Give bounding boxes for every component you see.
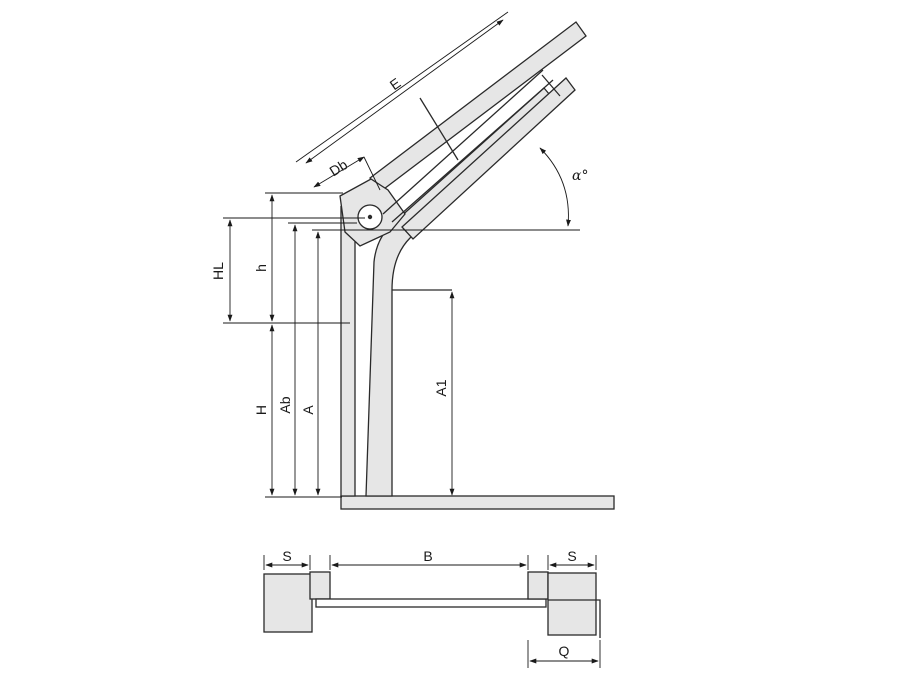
label-A: A bbox=[300, 405, 316, 415]
right-pier-edge bbox=[548, 599, 601, 638]
door-panel bbox=[315, 598, 547, 608]
label-B: B bbox=[423, 548, 432, 564]
label-HL: HL bbox=[210, 262, 226, 280]
right-pier bbox=[547, 572, 597, 636]
label-H: H bbox=[253, 405, 269, 415]
label-E: E bbox=[387, 75, 404, 93]
floor-slab bbox=[340, 495, 615, 510]
label-Db: Db bbox=[327, 156, 351, 179]
angle-alpha-arc bbox=[539, 147, 571, 227]
dim-E bbox=[305, 19, 504, 164]
label-Ab: Ab bbox=[277, 396, 293, 413]
right-track bbox=[527, 571, 549, 600]
label-S-left: S bbox=[282, 548, 291, 564]
ext-line-Db bbox=[363, 156, 381, 191]
wall-column bbox=[340, 205, 356, 497]
dim-Db bbox=[313, 156, 365, 188]
vertical-track bbox=[365, 87, 556, 497]
label-alpha: α° bbox=[572, 168, 588, 184]
plan-view: S B S Q bbox=[263, 548, 601, 668]
label-S-right: S bbox=[567, 548, 576, 564]
label-Q: Q bbox=[559, 643, 570, 659]
label-A1: A1 bbox=[433, 379, 449, 396]
label-h: h bbox=[253, 264, 269, 272]
left-pier bbox=[263, 573, 313, 633]
pulley-axle bbox=[367, 214, 373, 220]
left-track bbox=[309, 571, 331, 600]
rail-joint bbox=[541, 74, 561, 97]
side-elevation: HL h H Ab A A1 E Db α° bbox=[210, 11, 615, 510]
